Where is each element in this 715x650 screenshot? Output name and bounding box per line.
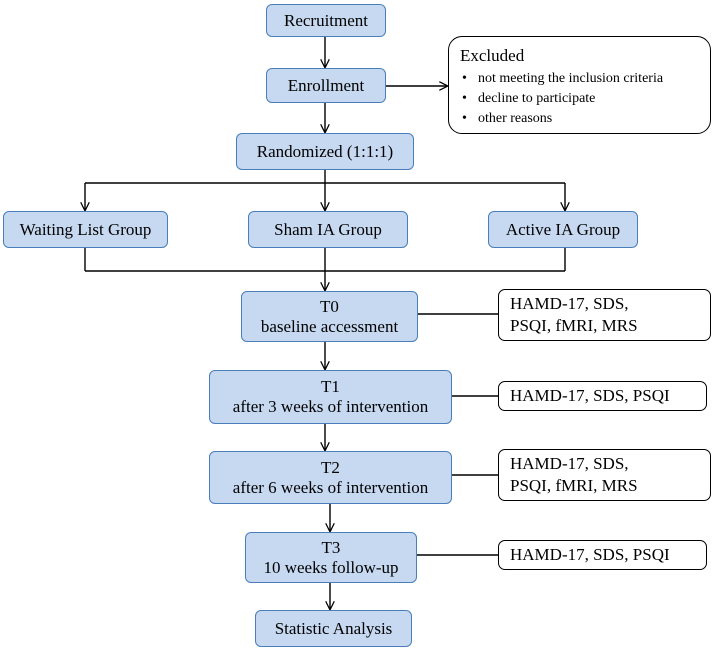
t0-assessment-line: PSQI, fMRI, MRS bbox=[510, 316, 638, 335]
waiting-list-group-node: Waiting List Group bbox=[3, 211, 168, 248]
t3-assessment-box: HAMD-17, SDS, PSQI bbox=[498, 540, 707, 570]
enrollment-node: Enrollment bbox=[266, 68, 386, 103]
active-ia-group-node: Active IA Group bbox=[488, 211, 638, 248]
t1-subtitle: after 3 weeks of intervention bbox=[232, 397, 429, 416]
t3-subtitle: 10 weeks follow-up bbox=[263, 557, 399, 577]
t0-subtitle: baseline accessment bbox=[260, 316, 399, 336]
waiting-list-group-label: Waiting List Group bbox=[19, 219, 152, 239]
t0-assessment-line: HAMD-17, SDS, bbox=[510, 294, 629, 313]
excluded-item: other reasons bbox=[460, 109, 700, 129]
t2-assessment-box: HAMD-17, SDS, PSQI, fMRI, MRS bbox=[498, 449, 711, 501]
statistic-analysis-node: Statistic Analysis bbox=[255, 610, 412, 647]
sham-ia-group-label: Sham IA Group bbox=[274, 219, 382, 239]
excluded-title: Excluded bbox=[460, 46, 525, 65]
excluded-item: not meeting the inclusion criteria bbox=[460, 69, 700, 89]
excluded-box: Excluded not meeting the inclusion crite… bbox=[448, 36, 711, 134]
sham-ia-group-node: Sham IA Group bbox=[248, 211, 408, 248]
t1-assessment-line: HAMD-17, SDS, PSQI bbox=[510, 386, 670, 405]
t1-node: T1 after 3 weeks of intervention bbox=[209, 370, 452, 424]
randomized-label: Randomized (1:1:1) bbox=[256, 141, 394, 161]
t3-title: T3 bbox=[321, 537, 341, 557]
t2-assessment-line: HAMD-17, SDS, bbox=[510, 454, 629, 473]
t0-title: T0 bbox=[320, 296, 339, 316]
t0-assessment-box: HAMD-17, SDS, PSQI, fMRI, MRS bbox=[498, 289, 711, 341]
recruitment-label: Recruitment bbox=[283, 10, 369, 30]
t2-node: T2 after 6 weeks of intervention bbox=[209, 451, 452, 504]
t0-node: T0 baseline accessment bbox=[241, 291, 418, 342]
t1-title: T1 bbox=[321, 377, 340, 396]
t3-assessment-line: HAMD-17, SDS, PSQI bbox=[510, 545, 670, 564]
t2-title: T2 bbox=[321, 457, 340, 477]
active-ia-group-label: Active IA Group bbox=[505, 219, 621, 239]
t1-assessment-box: HAMD-17, SDS, PSQI bbox=[498, 381, 707, 411]
randomized-node: Randomized (1:1:1) bbox=[236, 133, 414, 170]
recruitment-node: Recruitment bbox=[266, 4, 386, 37]
excluded-item: decline to participate bbox=[460, 89, 700, 109]
t3-node: T3 10 weeks follow-up bbox=[245, 532, 417, 583]
t2-assessment-line: PSQI, fMRI, MRS bbox=[510, 476, 638, 495]
t2-subtitle: after 6 weeks of intervention bbox=[232, 477, 429, 497]
enrollment-label: Enrollment bbox=[287, 75, 365, 95]
excluded-list: not meeting the inclusion criteria decli… bbox=[460, 69, 700, 129]
statistic-analysis-label: Statistic Analysis bbox=[274, 618, 393, 638]
